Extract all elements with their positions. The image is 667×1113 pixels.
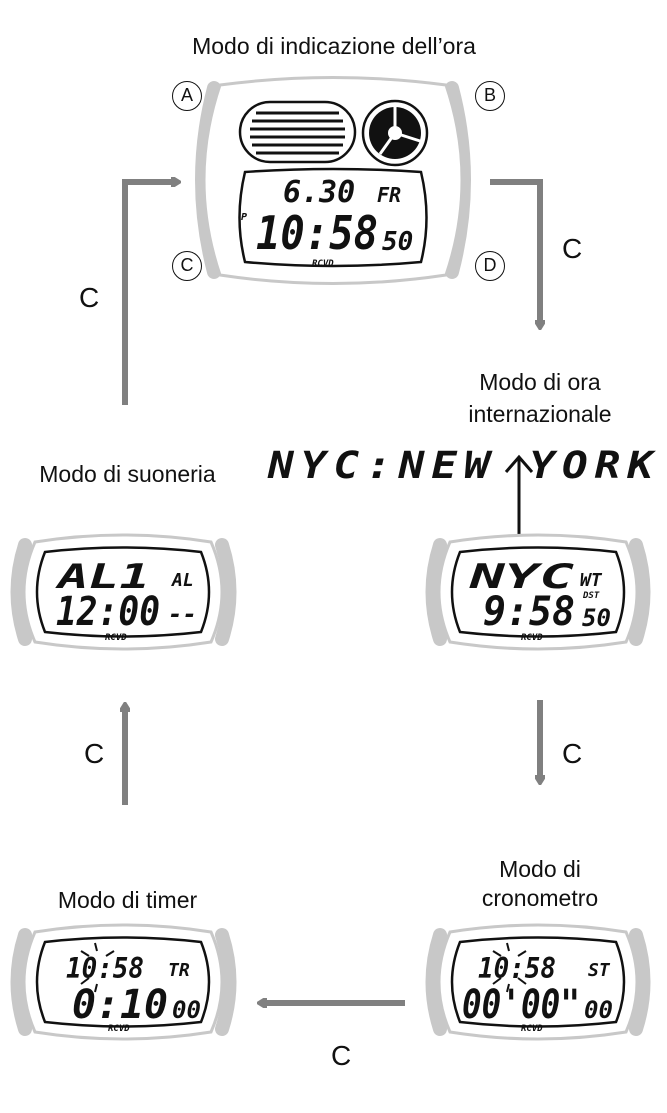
alarm-watch: AL1 AL 12:00 -- RCVD — [10, 533, 237, 651]
timer-time: 10:58 — [66, 952, 144, 985]
timekeeping-day: FR — [377, 183, 401, 207]
arrow-label-c-world-to-stopwatch: C — [562, 738, 583, 769]
stopwatch-time: 10:58 — [478, 952, 556, 985]
world-time-mode-title-line2: internazionale — [468, 401, 612, 427]
alarm-indicator: AL — [171, 570, 194, 591]
stopwatch-flash-marks — [492, 942, 527, 993]
world-time-time: 9:58 — [483, 589, 575, 635]
timekeeping-watch: 6.30 FR P 10:58 50 RCVD — [195, 76, 471, 285]
arrow-label-c-stopwatch-to-timer: C — [331, 1040, 352, 1071]
arrow-label-c-timekeeping-to-world: C — [562, 233, 583, 264]
button-c-label: C — [172, 251, 202, 281]
button-b-label: B — [475, 81, 505, 111]
stopwatch-mode-title-line2: cronometro — [481, 885, 599, 911]
timer-countdown: 0:10 — [72, 982, 168, 1028]
world-time-rcvd: RCVD — [521, 633, 543, 643]
world-time-city: NYC — [468, 557, 575, 597]
timekeeping-time: 10:58 — [256, 206, 378, 260]
timer-watch: 10:58 TR 0:10 00 RCVD — [10, 923, 237, 1041]
timekeeping-seconds: 50 — [382, 227, 413, 257]
timekeeping-mode-title: Modo di indicazione dell’ora — [192, 33, 476, 59]
timer-indicator: TR — [168, 960, 190, 981]
world-time-seconds: 50 — [582, 604, 611, 632]
world-time-dst: DST — [582, 591, 600, 601]
button-d-label: D — [475, 251, 505, 281]
stopwatch-fraction: 00 — [584, 996, 613, 1024]
arrow-alarm-to-timekeeping — [122, 182, 178, 405]
city-pointer-arrowhead — [504, 454, 534, 473]
button-a-label: A — [172, 81, 202, 111]
stopwatch-indicator: ST — [588, 960, 611, 981]
timer-flash-marks — [80, 942, 115, 993]
alarm-dashes: -- — [168, 600, 197, 628]
world-time-indicator: WT — [580, 570, 603, 591]
timer-mode-title: Modo di timer — [57, 887, 198, 913]
arrow-label-c-alarm-to-timekeeping: C — [79, 282, 100, 313]
alarm-time: 12:00 — [56, 589, 160, 635]
timekeeping-date: 6.30 — [283, 175, 355, 210]
timer-rcvd: RCVD — [108, 1024, 130, 1034]
alarm-id: AL1 — [55, 557, 150, 597]
world-city-full-name: NYC:NEW YORK — [267, 444, 660, 487]
alarm-mode-title: Modo di suoneria — [39, 461, 216, 487]
timer-seconds: 00 — [172, 996, 201, 1024]
timekeeping-rcvd: RCVD — [312, 259, 334, 269]
stopwatch-rcvd: RCVD — [521, 1024, 543, 1034]
stopwatch-watch: 10:58 ST 00'00" 00 RCVD — [425, 923, 651, 1041]
arrow-label-c-timer-to-alarm: C — [84, 738, 105, 769]
alarm-rcvd: RCVD — [105, 633, 127, 643]
stopwatch-mode-title-line1: Modo di — [499, 856, 581, 882]
world-time-mode-title-line1: Modo di ora — [479, 369, 601, 395]
arrow-timekeeping-to-world — [490, 179, 540, 327]
stopwatch-elapsed: 00'00" — [462, 982, 580, 1028]
world-time-watch: NYC WT DST 9:58 50 RCVD — [425, 533, 651, 651]
timekeeping-pm-indicator: P — [241, 212, 247, 223]
